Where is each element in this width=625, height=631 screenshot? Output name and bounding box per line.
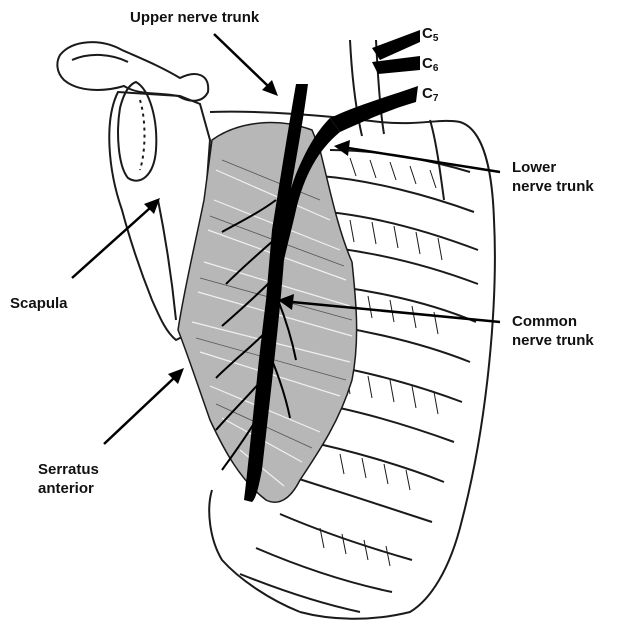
serratus-anterior-label: Serratus anterior [38, 460, 99, 498]
root-number: 6 [433, 63, 439, 74]
serratus-arrow [104, 368, 184, 444]
common-nerve-trunk-label: Common nerve trunk [512, 312, 594, 350]
upper-nerve-trunk-label: Upper nerve trunk [130, 8, 259, 27]
root-c7-label: C7 [422, 84, 438, 108]
lower-nerve-trunk-label: Lower nerve trunk [512, 158, 594, 196]
common-nerve-trunk-line2: nerve trunk [512, 331, 594, 350]
root-letter: C [422, 85, 433, 102]
upper-trunk-arrow [214, 34, 278, 96]
root-c5-label: C5 [422, 24, 438, 48]
root-letter: C [422, 55, 433, 72]
lower-trunk-arrow [334, 140, 500, 172]
lower-nerve-trunk-line1: Lower [512, 158, 594, 177]
lower-nerve-trunk-line2: nerve trunk [512, 177, 594, 196]
root-number: 7 [433, 93, 439, 104]
root-number: 5 [433, 33, 439, 44]
root-c6-label: C6 [422, 54, 438, 78]
serratus-anterior-line1: Serratus [38, 460, 99, 479]
scapula-arrow [72, 198, 160, 278]
root-letter: C [422, 25, 433, 42]
scapula-label: Scapula [10, 294, 68, 313]
common-nerve-trunk-line1: Common [512, 312, 594, 331]
serratus-anterior-line2: anterior [38, 479, 99, 498]
